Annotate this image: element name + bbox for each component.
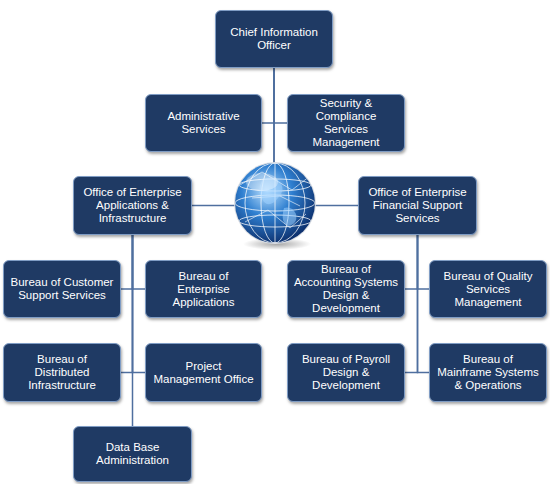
globe-rim	[234, 162, 316, 244]
org-connector	[418, 235, 430, 289]
org-box: Bureau of Distributed Infrastructure	[3, 343, 121, 402]
box-label: Bureau of Payroll Design & Development	[293, 353, 399, 392]
org-box: Bureau of Payroll Design & Development	[287, 343, 405, 402]
box-label: Bureau of Quality Services Management	[435, 270, 541, 309]
org-connector	[274, 68, 287, 123]
box-label: Bureau of Enterprise Applications	[151, 270, 256, 309]
org-box: Project Management Office	[145, 343, 262, 402]
org-connector	[133, 235, 146, 289]
org-connector	[121, 235, 133, 373]
org-box: Administrative Services	[145, 94, 262, 152]
box-label: Office of Enterprise Applications & Infr…	[79, 186, 186, 225]
box-label: Security & Compliance Services Managemen…	[293, 97, 399, 149]
org-box: Bureau of Enterprise Applications	[145, 260, 262, 318]
org-connector	[132, 235, 134, 426]
org-box: Bureau of Mainframe Systems & Operations	[429, 343, 547, 402]
org-box: Security & Compliance Services Managemen…	[287, 94, 405, 152]
org-connector	[405, 235, 418, 289]
box-label: Project Management Office	[151, 360, 256, 386]
org-connector	[405, 235, 418, 373]
org-box: Office of Enterprise Applications & Infr…	[73, 176, 192, 235]
org-box: Chief Information Officer	[215, 10, 333, 68]
globe-highlight	[246, 173, 278, 191]
org-box: Bureau of Accounting Systems Design & De…	[287, 260, 405, 318]
org-connector	[121, 235, 133, 289]
org-connector	[133, 235, 146, 373]
org-box: Bureau of Quality Services Management	[429, 260, 547, 318]
org-connector	[262, 68, 274, 123]
box-label: Bureau of Mainframe Systems & Operations	[435, 353, 541, 392]
globe-body	[235, 163, 315, 243]
box-label: Administrative Services	[151, 110, 256, 136]
box-label: Bureau of Customer Support Services	[9, 276, 115, 302]
org-box: Office of Enterprise Financial Support S…	[358, 176, 477, 235]
box-label: Data Base Administration	[79, 441, 186, 467]
globe-grid	[235, 163, 315, 243]
box-label: Bureau of Distributed Infrastructure	[9, 353, 115, 392]
org-box: Data Base Administration	[73, 426, 192, 482]
org-connector	[418, 235, 430, 373]
box-label: Office of Enterprise Financial Support S…	[364, 186, 471, 225]
box-label: Chief Information Officer	[221, 26, 327, 52]
org-box: Bureau of Customer Support Services	[3, 260, 121, 318]
box-label: Bureau of Accounting Systems Design & De…	[293, 263, 399, 315]
